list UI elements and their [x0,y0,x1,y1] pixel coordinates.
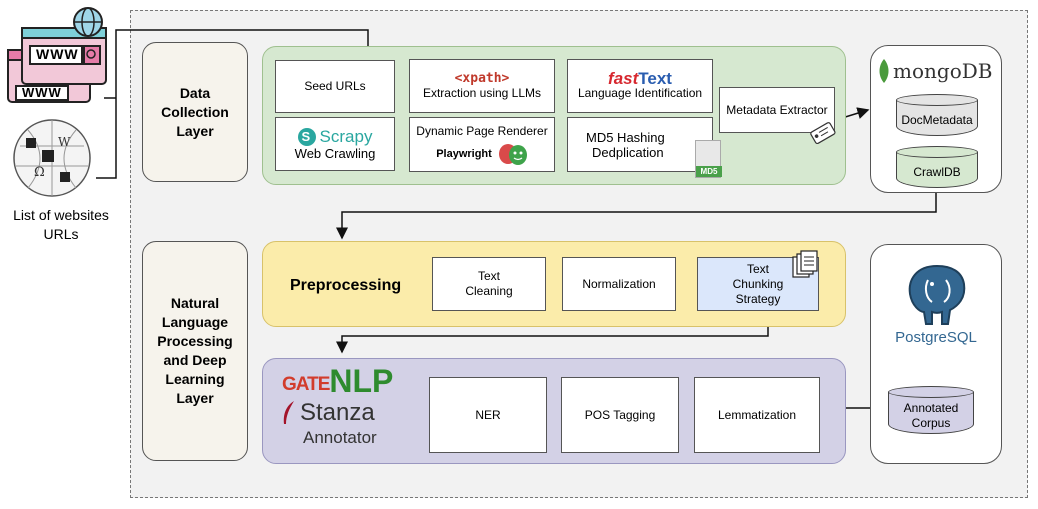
md5-label-line1: MD5 Hashing [586,129,665,145]
metadata-to-mongo-arrow [841,107,870,119]
dynamic-renderer-label: Dynamic Page Renderer [416,124,548,138]
language-id-label: Language Identification [577,86,703,100]
playwright-logo: Playwright [436,143,528,165]
scrapy-icon: S [297,127,316,146]
normalization-card: Normalization [562,257,676,311]
fasttext-logo: fastText [608,69,672,88]
corpus-line2: Corpus [911,415,951,430]
gatenlp-logo: GATE NLP [282,363,394,399]
text-cleaning-line1: Text [477,269,500,283]
mongodb-logo-text: mongoDB [893,59,993,83]
lemmatization-label: Lemmatization [717,407,797,422]
text-cleaning-card: Text Cleaning [432,257,546,311]
layer-line: and Deep [163,352,227,368]
metadata-extractor-card: Metadata Extractor [719,87,835,133]
docmetadata-label: DocMetadata [901,113,973,127]
svg-text:W: W [58,135,71,149]
chunking-line1: Text [746,261,769,276]
metadata-extractor-label: Metadata Extractor [726,102,828,117]
pos-tagging-label: POS Tagging [584,407,656,422]
theatre-masks-icon [498,144,527,165]
layer-line: Natural [170,295,220,311]
wikipedia-globe-icon: Ω W [6,116,98,198]
playwright-text: Playwright [436,147,492,160]
crawldb-collection: CrawlDB [896,146,978,188]
fasttext-logo-a: fast [608,69,639,88]
layer-line: Language [161,314,229,330]
ner-label: NER [475,407,501,422]
seed-urls-label: Seed URLs [304,79,366,93]
gate-logo-text: GATE [282,374,330,395]
layer-line: Data [179,84,211,101]
nlp-layer-label: Natural Language Processing and Deep Lea… [142,241,248,461]
xpath-extraction-card: <xpath> Extraction using LLMs [409,59,555,113]
crawldb-to-preprocessing-arrow [336,192,937,240]
seed-urls-card: Seed URLs [275,60,395,113]
layer-line: Learning [165,371,225,387]
sources-caption-line1: List of websites [13,207,109,223]
annotator-label: Annotator [303,428,377,447]
layer-line: Layer [176,390,214,406]
stanza-logo: Stanza [280,399,375,427]
postgresql-logo-text: PostgreSQL [895,329,977,346]
tag-icon [810,122,836,144]
www-label-front: WWW [36,46,79,62]
lemmatization-card: Lemmatization [694,377,820,453]
md5-file-icon: MD5 [695,140,722,178]
sources-to-seed-line [96,29,369,179]
scrapy-logo-text: Scrapy [319,127,373,146]
crawldb-label: CrawlDB [913,165,961,179]
scrapy-logo: S Scrapy [297,127,373,146]
xpath-logo: <xpath> [454,71,510,86]
www-label-back: WWW [22,85,62,100]
chunking-line3: Strategy [735,291,781,306]
md5-label-line2: Dedplication [592,144,664,160]
quill-icon [283,401,294,424]
web-crawling-label: Web Crawling [294,145,376,161]
websites-icon: WWW WWW [4,6,112,110]
sources-caption-line2: URLs [43,226,79,242]
docmetadata-collection: DocMetadata [896,94,978,136]
data-collection-layer-label: Data Collection Layer [142,42,248,182]
svg-text:Ω: Ω [34,165,45,180]
corpus-line1: Annotated [903,400,959,415]
preprocessing-title: Preprocessing [290,277,402,294]
extraction-label: Extraction using LLMs [422,86,542,100]
fasttext-logo-b: Text [638,69,672,88]
postgresql-elephant-icon [908,264,966,325]
mongodb-logo: mongoDB [878,58,992,84]
documents-icon [792,250,818,278]
normalization-label: Normalization [582,276,656,291]
stanza-logo-text: Stanza [300,399,375,426]
language-id-card: fastText Language Identification [567,59,713,113]
text-cleaning-line2: Cleaning [465,284,513,298]
pos-tagging-card: POS Tagging [561,377,679,453]
ner-card: NER [429,377,547,453]
annotated-corpus-db: Annotated Corpus [888,386,974,434]
web-crawling-card: S Scrapy Web Crawling [275,117,395,171]
dynamic-renderer-card: Dynamic Page Renderer Playwright [409,117,555,172]
sources-caption: List of websites URLs [0,206,122,244]
layer-line: Processing [157,333,233,349]
layer-line: Layer [176,122,214,139]
nlp-logo-text: NLP [329,363,394,399]
chunking-line2: Chunking [732,276,784,291]
mongodb-leaf-icon [879,59,889,83]
md5-card: MD5 Hashing Dedplication [567,117,713,172]
md5-badge: MD5 [696,166,722,177]
layer-line: Collection [161,103,229,120]
